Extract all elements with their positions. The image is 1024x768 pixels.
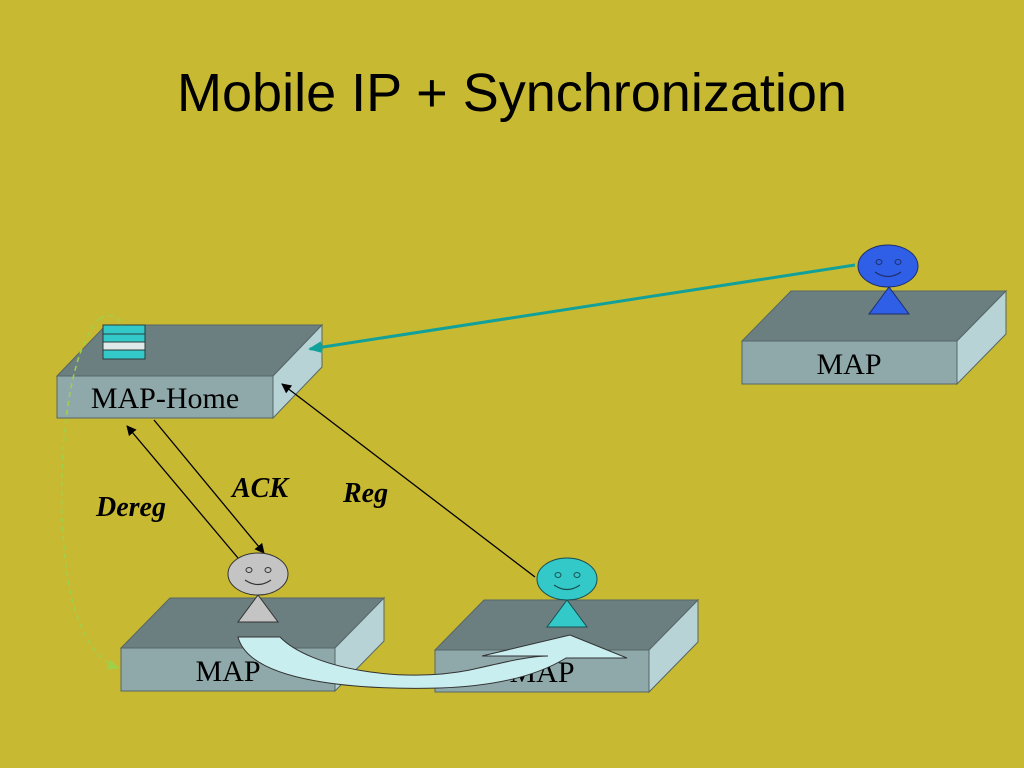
sync-dashed-path [61,317,120,670]
map-left-label: MAP [195,655,260,688]
binding-update-arrow [308,263,856,354]
ack-arrow [153,419,265,554]
dereg-label: Dereg [95,492,166,523]
map-remote-box: MAP [740,289,1008,386]
mobile-user-blue-icon [857,244,919,315]
ack-label: ACK [230,473,290,504]
sync-dashed-path-top [99,314,123,327]
mobile-user-cyan-icon [536,557,598,628]
map-home-box: MAP-Home [55,323,324,420]
map-home-label: MAP-Home [91,382,239,415]
map-remote-label: MAP [816,348,881,381]
mobile-user-gray-icon [227,552,289,623]
movement-arrow [237,634,628,689]
reg-arrow [281,383,536,578]
reg-label: Reg [342,478,388,509]
slide-title: Mobile IP + Synchronization [177,63,847,123]
database-icon [102,324,146,360]
dereg-arrow [126,425,239,559]
